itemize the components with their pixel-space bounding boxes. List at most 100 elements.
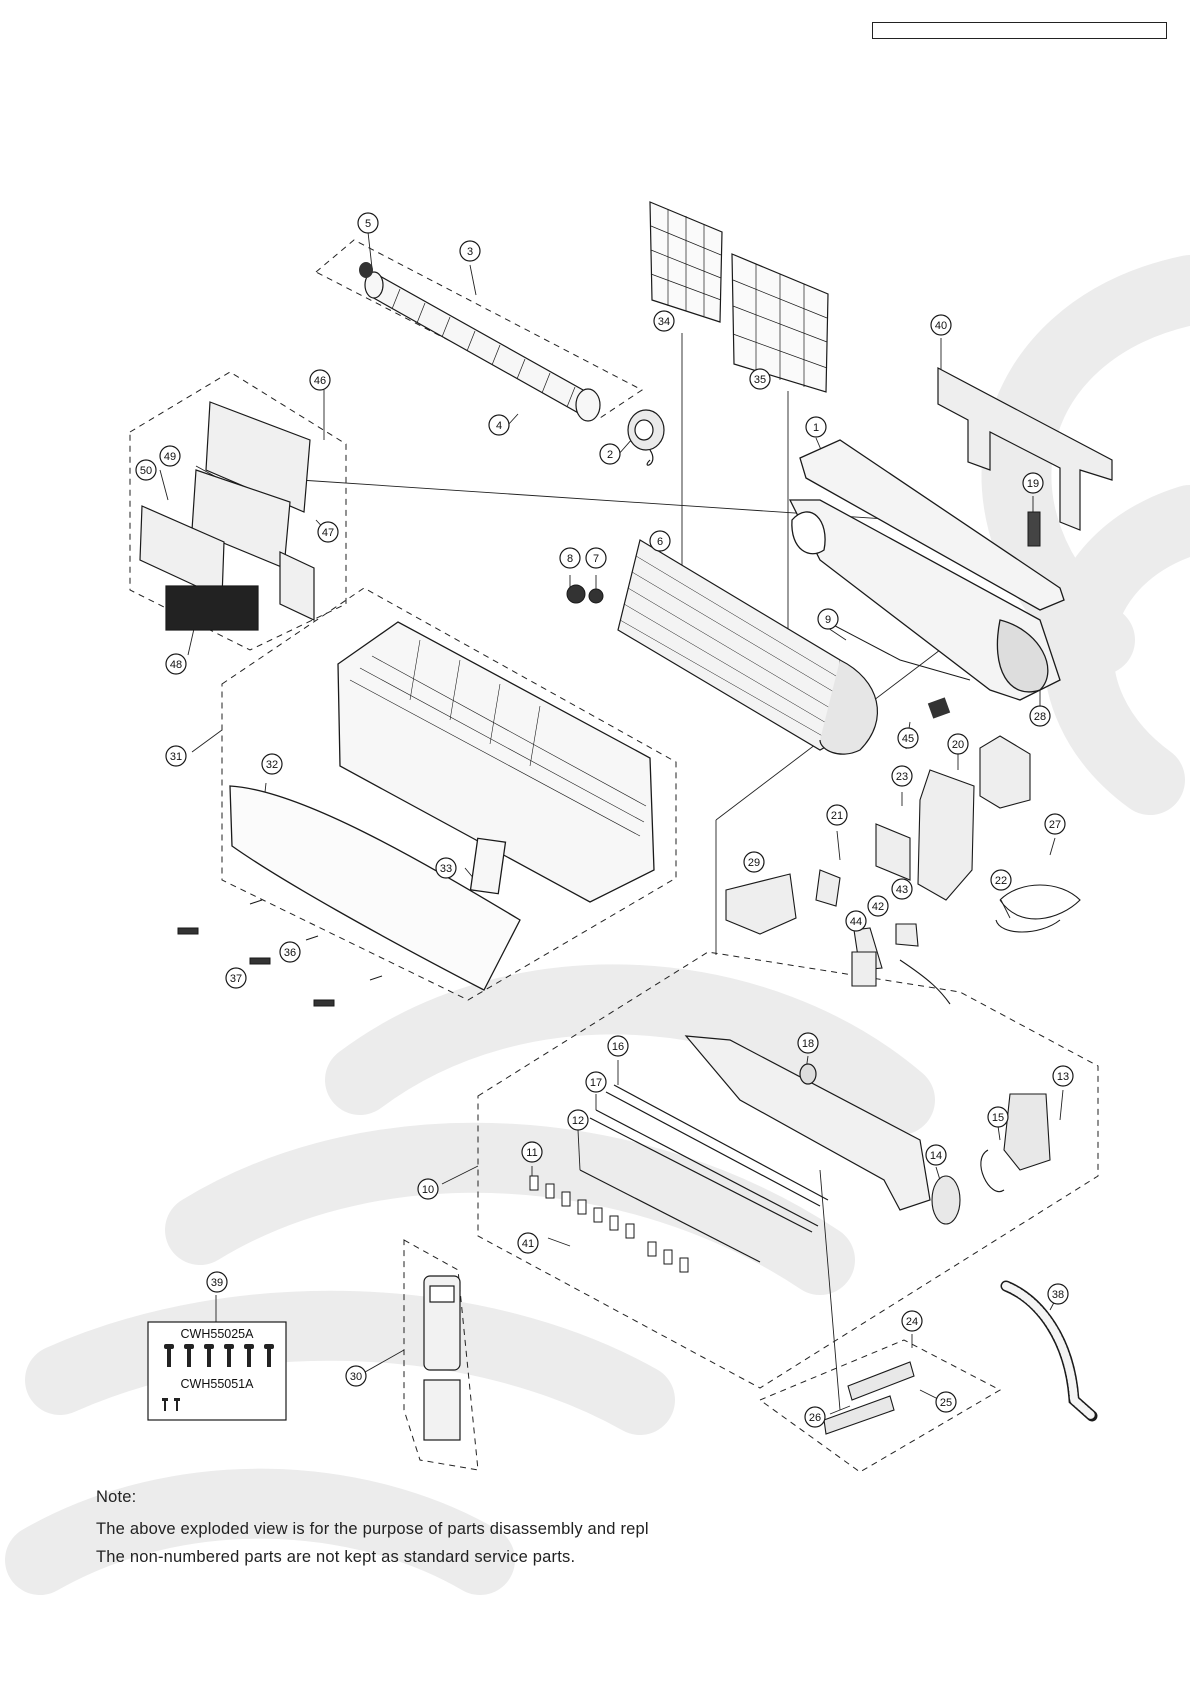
callout-38: 38 <box>1047 1283 1069 1305</box>
callout-number: 38 <box>1052 1289 1064 1301</box>
callout-14: 14 <box>925 1144 947 1166</box>
callout-circle <box>599 443 621 465</box>
callout-circle <box>930 314 952 336</box>
callout-34: 34 <box>653 310 675 332</box>
callout-29: 29 <box>743 851 765 873</box>
callout-circle <box>135 459 157 481</box>
indicator-parts <box>823 1361 915 1435</box>
callout-12: 12 <box>567 1109 589 1131</box>
callout-18: 18 <box>797 1032 819 1054</box>
callout-number: 6 <box>657 536 663 548</box>
header-text-box <box>872 22 1167 39</box>
callout-20: 20 <box>947 733 969 755</box>
callout-number: 4 <box>496 420 502 432</box>
callout-circle <box>585 1071 607 1093</box>
callout-circle <box>488 414 510 436</box>
callout-number: 9 <box>825 614 831 626</box>
callout-16: 16 <box>607 1035 629 1057</box>
callout-44: 44 <box>845 910 867 932</box>
callout-21: 21 <box>826 804 848 826</box>
callout-35: 35 <box>749 368 771 390</box>
note-line-2: The non-numbered parts are not kept as s… <box>96 1548 576 1566</box>
callout-circle <box>845 910 867 932</box>
callout-circle <box>1022 472 1044 494</box>
screw-kit-label-bottom: CWH55051A <box>181 1377 255 1391</box>
callout-number: 22 <box>995 875 1007 887</box>
callout-circle <box>435 857 457 879</box>
callout-number: 5 <box>365 218 371 230</box>
front-panel <box>229 621 655 991</box>
callout-circle <box>261 753 283 775</box>
callout-circle <box>1029 705 1051 727</box>
callout-43: 43 <box>891 878 913 900</box>
remote-control <box>423 1275 461 1441</box>
callout-circle <box>517 1232 539 1254</box>
air-filter-group-box <box>129 371 347 651</box>
callout-49: 49 <box>159 445 181 467</box>
callout-circle <box>567 1109 589 1131</box>
callout-circle <box>891 878 913 900</box>
callout-number: 14 <box>930 1150 942 1162</box>
callout-28: 28 <box>1029 705 1051 727</box>
callout-number: 43 <box>896 884 908 896</box>
callout-17: 17 <box>585 1071 607 1093</box>
callout-circle <box>649 530 671 552</box>
callout-number: 36 <box>284 947 296 959</box>
callout-circle <box>1047 1283 1069 1305</box>
callout-circle <box>279 941 301 963</box>
callout-number: 47 <box>322 527 334 539</box>
callout-number: 8 <box>567 553 573 565</box>
callout-circle <box>925 1144 947 1166</box>
callout-number: 33 <box>440 863 452 875</box>
callout-circle <box>897 727 919 749</box>
callout-31: 31 <box>165 745 187 767</box>
callout-number: 32 <box>266 759 278 771</box>
chassis-complete <box>788 439 1065 701</box>
callout-number: 23 <box>896 771 908 783</box>
callout-27: 27 <box>1044 813 1066 835</box>
callout-number: 30 <box>350 1371 362 1383</box>
callout-number: 16 <box>612 1041 624 1053</box>
front-panel-group-box <box>221 587 677 1001</box>
callout-circle <box>947 733 969 755</box>
note-line-1: The above exploded view is for the purpo… <box>96 1520 649 1538</box>
callout-circle <box>901 1310 923 1332</box>
cross-flow-fan <box>364 271 601 422</box>
part-callouts: 1234567891011121314151617181920212223242… <box>135 212 1074 1428</box>
callout-number: 39 <box>211 1277 223 1289</box>
screw-kit-label-top: CWH55025A <box>181 1327 255 1341</box>
callout-circle <box>357 212 379 234</box>
callout-4: 4 <box>488 414 510 436</box>
callout-3: 3 <box>459 240 481 262</box>
callout-circle <box>165 653 187 675</box>
callout-circle <box>159 445 181 467</box>
air-filter-left <box>649 201 723 323</box>
callout-15: 15 <box>987 1106 1009 1128</box>
callout-number: 46 <box>314 375 326 387</box>
callout-8: 8 <box>559 547 581 569</box>
fan-motor <box>627 409 665 466</box>
callout-25: 25 <box>935 1391 957 1413</box>
callout-42: 42 <box>867 895 889 917</box>
callout-number: 15 <box>992 1112 1004 1124</box>
callout-number: 25 <box>940 1397 952 1409</box>
callout-37: 37 <box>225 967 247 989</box>
callout-circle <box>826 804 848 826</box>
callout-number: 37 <box>230 973 242 985</box>
callout-circle <box>206 1271 228 1293</box>
callout-circle <box>987 1106 1009 1128</box>
callout-50: 50 <box>135 459 157 481</box>
callout-number: 31 <box>170 751 182 763</box>
callout-5: 5 <box>357 212 379 234</box>
callout-number: 24 <box>906 1316 918 1328</box>
callout-circle <box>165 745 187 767</box>
callout-circle <box>309 369 331 391</box>
callout-number: 18 <box>802 1038 814 1050</box>
vane-clips <box>529 1175 689 1273</box>
callout-circle <box>417 1178 439 1200</box>
callout-number: 10 <box>422 1184 434 1196</box>
evaporator <box>617 539 878 755</box>
callout-1: 1 <box>805 416 827 438</box>
discharge-grille-group-box <box>477 951 1099 1389</box>
